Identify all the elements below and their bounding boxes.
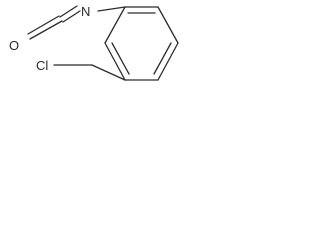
ring-bond-lower-left (104, 42, 126, 81)
c-n-bond (97, 6, 126, 12)
structure-diagram: O N Cl (0, 0, 186, 94)
n-c-double-bond-b (59, 5, 78, 18)
atom-oxygen-label: O (9, 38, 19, 53)
ring-bond-upper-right (157, 6, 179, 44)
atom-nitrogen-label: N (81, 4, 90, 19)
n-c-double-bond-a (62, 10, 81, 23)
c-o-double-bond-b (27, 15, 60, 35)
c-o-double-bond-a (29, 20, 63, 40)
atom-chlorine-label: Cl (36, 58, 48, 73)
ring-inner-bond-2 (153, 42, 172, 75)
molecule-drawing: O N Cl (9, 4, 179, 81)
ring-bond-upper-left (104, 6, 126, 44)
ring-bond-lower-right (157, 42, 179, 81)
ring-ch2-bond (91, 64, 126, 81)
ring-inner-bond-3 (111, 42, 130, 75)
